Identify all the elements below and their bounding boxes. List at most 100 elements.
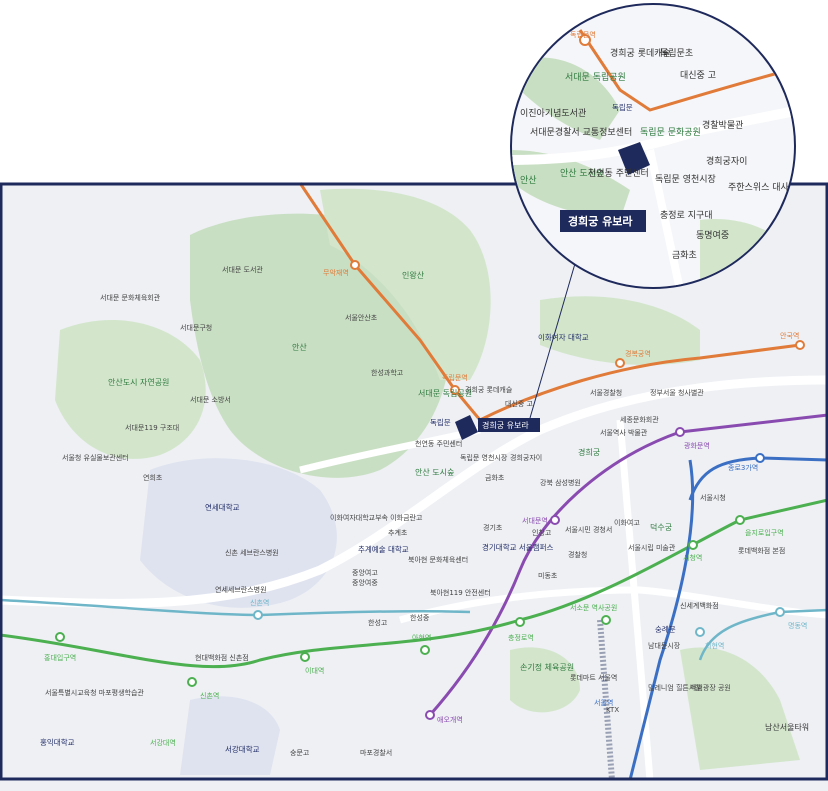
label-hongik: 홍익대학교 [40, 737, 75, 747]
inset-label-8: 독립문 문화공원 [640, 127, 701, 138]
map-text: 무악재역 독립문역 경복궁역 안국역 서대문역 광화문역 애오개역 종로3가역 … [40, 265, 809, 757]
main-road-3 [399, 586, 828, 624]
label-yeongcheon: 독립문 영천시장 [460, 453, 508, 462]
label-inchang-hs: 인창고 [532, 528, 552, 537]
station-myeongdong[interactable] [775, 607, 785, 617]
inset-label-10: 안산 [520, 175, 537, 186]
rail-yard [597, 619, 615, 781]
inset-road-2 [646, 149, 684, 287]
line-3-orange-east [479, 343, 801, 422]
label-lotte-mart: 롯데마트 서울역 [570, 673, 617, 682]
station-gwanghwamun[interactable] [675, 427, 685, 437]
station-dongnimmun[interactable] [450, 385, 460, 395]
label-hoehyeon-stn: 회현역 [705, 641, 724, 650]
line-2-green [0, 498, 828, 669]
label-sungnyemun: 숭례문 [655, 624, 676, 634]
west-park-area [55, 320, 206, 459]
label-hyundai-dept: 현대백화점 신촌점 [195, 653, 249, 662]
station-gyeongbokgung[interactable] [615, 358, 625, 368]
label-namdaemun: 남대문시장 [648, 641, 681, 650]
label-police-agency: 경찰청 [568, 550, 587, 559]
inset-label-11: 안산 도시숲 [560, 168, 604, 179]
label-cityhall-stn: 시청역 [683, 553, 702, 562]
inset-label-5: 독립문 [612, 103, 633, 112]
label-muakjae: 무악재역 [323, 268, 349, 277]
label-lotte-dept: 롯데백화점 본점 [738, 546, 785, 555]
label-ansan-forest: 안산 도시숲 [415, 467, 454, 477]
label-fire-station: 서대문 소방서 [190, 395, 231, 404]
inset-label-13: 독립문 영천시장 [655, 174, 716, 185]
label-sinchon-gyeongui-stn: 신촌역 [250, 598, 269, 607]
label-culture-hall: 서대문 문화체육회관 [100, 293, 161, 302]
inset-destination-shape [618, 142, 650, 175]
station-aeogae[interactable] [425, 710, 435, 720]
station-euljiro[interactable] [735, 515, 745, 525]
inset-label-16: 충정로 지구대 [660, 210, 713, 221]
label-ansan: 안산 [292, 342, 307, 352]
label-seodaemun-stn: 서대문역 [522, 516, 548, 525]
yonsei-area [140, 458, 337, 608]
label-inwangsan: 인왕산 [402, 270, 425, 280]
label-ktx: KTX [606, 706, 619, 714]
label-art-museum: 서울시립 미술관 [628, 543, 676, 552]
label-aeogae-stn: 애오개역 [437, 715, 463, 724]
station-sinchon-gyeongui[interactable] [253, 610, 263, 620]
label-ahyeon-stn: 아현역 [412, 633, 431, 642]
station-hongdae[interactable] [55, 632, 65, 642]
label-sejong: 세종문화회관 [620, 415, 659, 424]
label-ansan-park: 안산도시 자연공원 [108, 377, 169, 387]
inset-title: 경희궁 유보라 [568, 214, 633, 228]
inset-station[interactable] [579, 34, 591, 46]
label-rescue: 서대문119 구조대 [125, 423, 179, 432]
label-namsan-tower: 남산서울타워 [765, 722, 809, 732]
station-cityhall[interactable] [688, 540, 698, 550]
label-sinchon-stn: 신촌역 [200, 691, 219, 700]
label-bukahyeon-119: 북아현119 안전센터 [430, 588, 491, 597]
label-sogang: 서강대학교 [225, 744, 260, 754]
namsan-area [680, 647, 800, 770]
station-chungjeongno[interactable] [515, 617, 525, 627]
label-seodaemun-library: 서대문 도서관 [222, 265, 263, 274]
label-chugye: 추계예술 대학교 [358, 544, 409, 554]
destination-label-bg [478, 418, 540, 432]
label-baekbeom: 백범광장 공원 [690, 683, 731, 692]
station-hoehyeon[interactable] [695, 627, 705, 637]
inset-label-18: 금화초 [672, 250, 697, 261]
label-hansung-hs: 한성고 [368, 618, 388, 627]
label-lost-found: 서울청 유실물보관센터 [62, 453, 129, 462]
inset-label-12: 천연동 주민센터 [588, 168, 649, 179]
gyeongbokgung-area [540, 296, 700, 365]
label-gyeonghui-xi: 경희궁자이 [510, 453, 542, 462]
label-hilton: 밀레니엄 힐튼서울 [648, 683, 702, 692]
station-seodaemun[interactable] [550, 515, 560, 525]
station-jongno3ga[interactable] [755, 453, 765, 463]
line-1-blue [628, 459, 695, 781]
inset-orange-line [578, 29, 791, 112]
station-seosomun[interactable] [601, 615, 611, 625]
station-muakjae[interactable] [350, 260, 360, 270]
station-sinchon[interactable] [187, 677, 197, 687]
station-anguk[interactable] [795, 340, 805, 350]
label-shinsegae: 신세계백화점 [680, 601, 719, 610]
label-ansan-elem: 서울안산초 [345, 313, 378, 322]
label-gyeongbokgung-stn: 경복궁역 [625, 349, 651, 358]
inset-park [520, 57, 620, 140]
inset-label-1: 경희궁 롯데캐슬 [610, 47, 671, 59]
label-yeonhui-elem: 연희초 [143, 473, 163, 482]
label-bukahyeon-sports: 북아현 문화체육센터 [408, 555, 468, 564]
label-jungang-hs: 중앙여고 [352, 568, 378, 577]
sogang-area [180, 696, 280, 775]
station-ahyeon[interactable] [420, 645, 430, 655]
station-idae[interactable] [300, 652, 310, 662]
inset-label-14: 경희궁자이 [706, 155, 747, 167]
label-seosomun-stn: 서소문 역사공원 [570, 603, 617, 612]
label-history-museum: 서울역사 박물관 [600, 428, 648, 437]
label-deoksugung: 덕수궁 [650, 522, 672, 532]
inset-title-bg [560, 210, 646, 232]
inset-label-15: 주한스위스 대사관 [728, 182, 797, 193]
destination-label: 경희궁 유보라 [482, 420, 529, 430]
destination-marker[interactable]: 경희궁 유보라 [455, 415, 540, 440]
label-citizen-hall: 서울시민 경청서 [565, 525, 612, 534]
label-songijeong: 손기정 체육공원 [520, 662, 574, 672]
